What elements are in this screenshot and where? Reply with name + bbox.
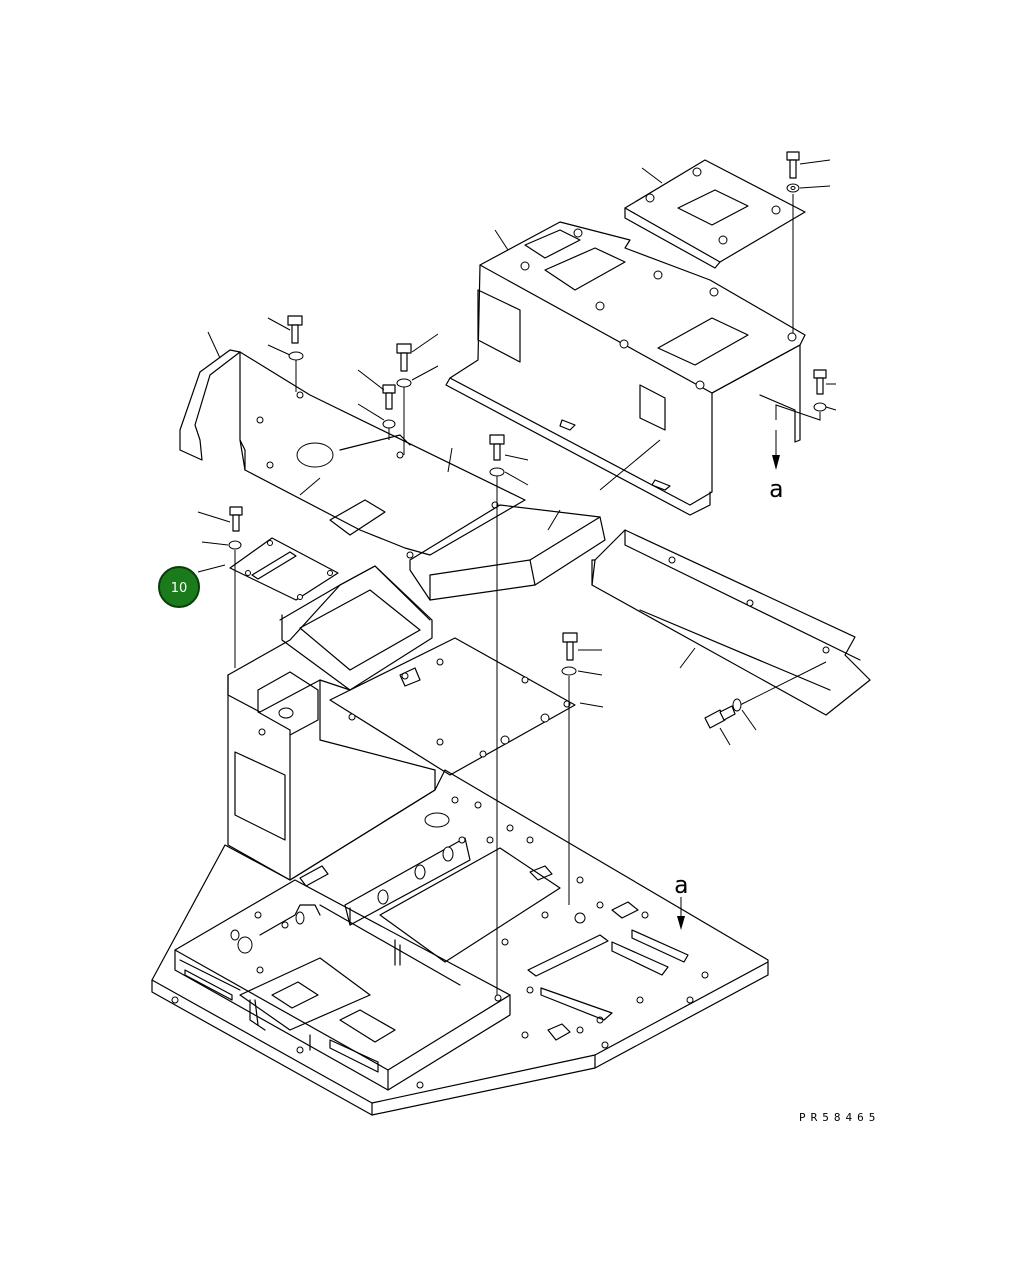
middle-cover-plate xyxy=(329,637,604,776)
upper-housing xyxy=(445,221,806,516)
upper-right-plate xyxy=(624,159,806,269)
bolt-left-3 xyxy=(357,369,396,440)
base-frame xyxy=(151,769,769,1116)
bolt-small-plate xyxy=(197,506,243,668)
bolt-left-1 xyxy=(267,315,304,392)
view-reference-lower: a xyxy=(674,871,688,899)
drawing-number: PR58465 xyxy=(799,1111,880,1124)
left-bracket xyxy=(179,331,241,461)
view-arrow-upper: a xyxy=(769,430,783,503)
view-arrow-lower: a xyxy=(674,871,688,930)
console-box xyxy=(197,564,436,881)
bolt-right-side xyxy=(775,369,837,421)
view-reference-upper: a xyxy=(769,475,783,503)
upper-left-cover-plate xyxy=(239,351,526,559)
side-bolt xyxy=(704,698,757,746)
long-right-bracket xyxy=(591,529,871,716)
bolt-center xyxy=(489,434,529,995)
bolt-left-2 xyxy=(396,333,439,455)
angled-cover xyxy=(409,504,606,601)
bolt-top-right xyxy=(786,151,831,333)
bolt-right-middle xyxy=(561,632,603,905)
callout-badge[interactable]: 10 xyxy=(158,566,200,608)
small-mounting-plate xyxy=(229,537,339,601)
callout-badge-label: 10 xyxy=(171,581,188,596)
